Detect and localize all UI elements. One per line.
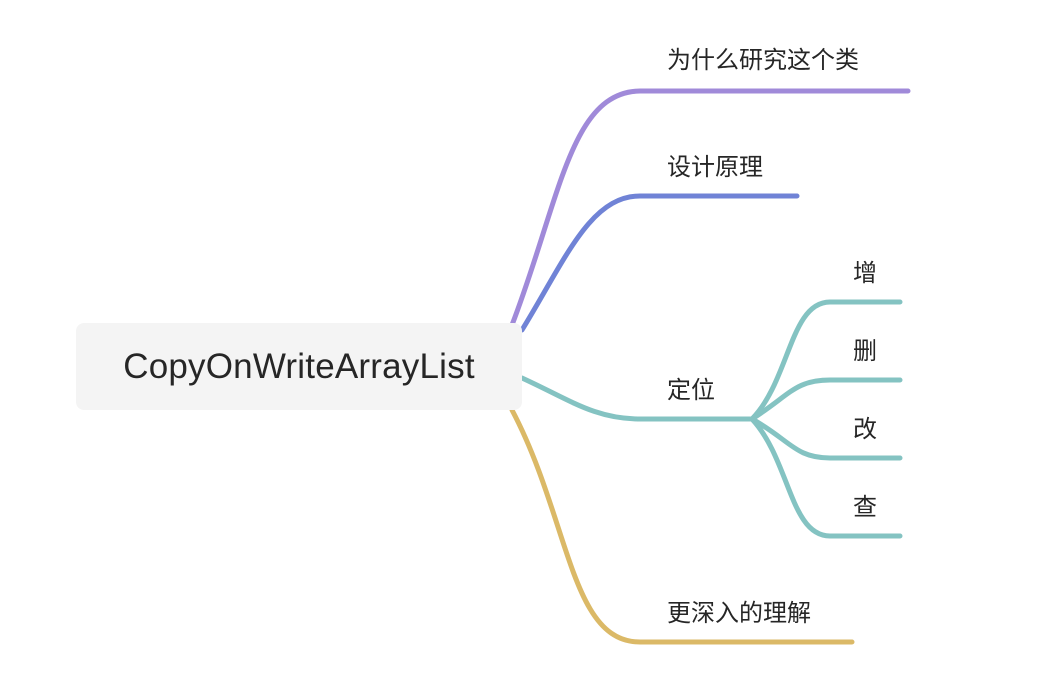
topic-deeper-understanding[interactable]: 更深入的理解 bbox=[667, 599, 811, 627]
subtopic-query[interactable]: 查 bbox=[853, 493, 877, 521]
topic-design-principle[interactable]: 设计原理 bbox=[667, 153, 763, 181]
root-label: CopyOnWriteArrayList bbox=[123, 346, 475, 386]
subtopic-modify[interactable]: 改 bbox=[853, 415, 877, 443]
subtopic-add[interactable]: 增 bbox=[853, 259, 877, 287]
sub-line-modify bbox=[749, 416, 903, 461]
sub-line-query bbox=[749, 416, 903, 539]
branch-line-why bbox=[509, 88, 911, 328]
branch-line-design bbox=[519, 193, 800, 333]
sub-line-add bbox=[749, 299, 903, 422]
branch-line-deeper bbox=[509, 407, 855, 645]
root-node[interactable]: CopyOnWriteArrayList bbox=[76, 323, 522, 410]
subtopic-delete[interactable]: 删 bbox=[853, 337, 877, 365]
topic-position[interactable]: 定位 bbox=[667, 376, 715, 404]
topic-why-study[interactable]: 为什么研究这个类 bbox=[667, 46, 859, 74]
branch-line-position bbox=[519, 375, 755, 422]
sub-line-delete bbox=[749, 377, 903, 422]
